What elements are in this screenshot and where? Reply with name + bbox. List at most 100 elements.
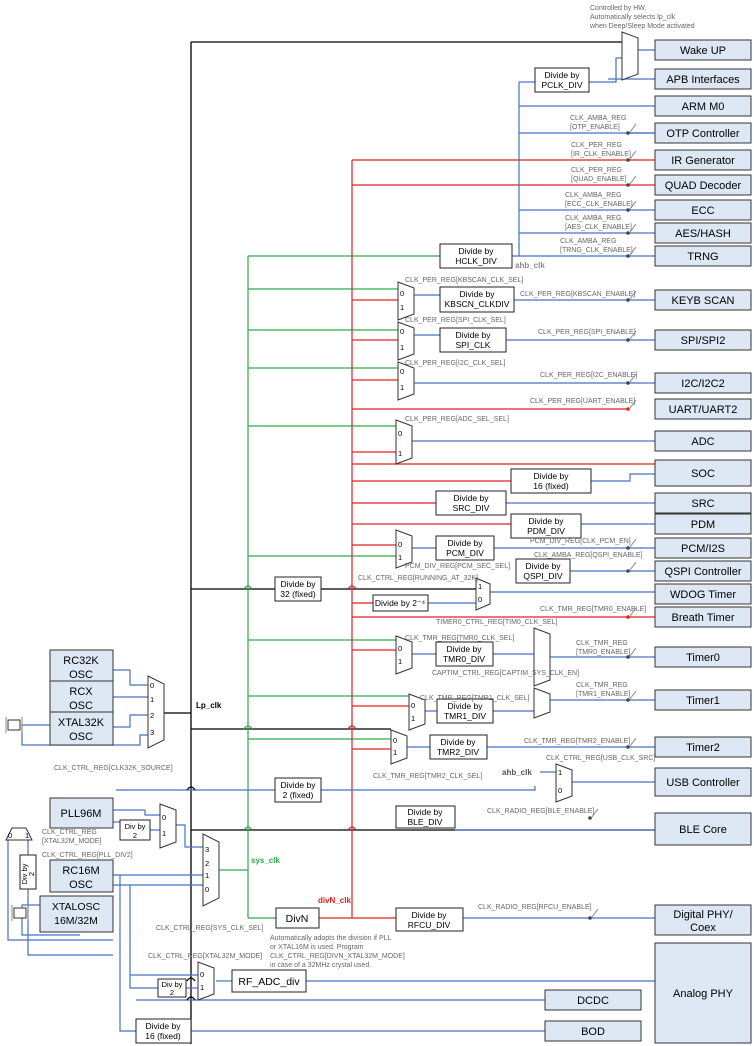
pll96m: PLL96M [49,797,114,829]
svg-text:CLK_CTRL_REG[CLK32K_SOURCE]: CLK_CTRL_REG[CLK32K_SOURCE] [54,765,173,772]
divn-box: DivN [275,907,320,929]
crystal-icon [11,905,29,921]
svg-text:0: 0 [162,813,166,822]
kbscn-div-box: Divide by KBSCN_CLKDIV [439,286,515,313]
svg-text:I2C/I2C2: I2C/I2C2 [681,378,724,390]
svg-text:PCM_DIV_REG[PCM_SEC_SEL]: PCM_DIV_REG[PCM_SEC_SEL] [405,563,510,570]
tmr1-mux [408,693,426,731]
svg-text:CLK_AMBA_REG[QSPI_ENABLE]: CLK_AMBA_REG[QSPI_ENABLE] [534,552,643,559]
svg-text:Divide by: Divide by [456,330,492,340]
timer1-mux [533,687,551,719]
svg-text:0: 0 [400,327,404,336]
tmr2-mux [390,729,408,765]
svg-text:0: 0 [8,831,12,840]
timer0-gate [626,647,637,659]
svg-text:[TMR0_ENABLE]: [TMR0_ENABLE] [576,649,631,656]
svg-text:CLK_AMBA_REG: CLK_AMBA_REG [560,238,616,245]
svg-text:0: 0 [393,736,397,745]
wdog-mux [475,577,491,611]
quad-gate [626,175,637,187]
svg-text:PCLK_DIV: PCLK_DIV [541,80,582,90]
keyb-gate [626,290,637,302]
svg-text:KBSCN_CLKDIV: KBSCN_CLKDIV [445,299,510,309]
svg-text:UART/UART2: UART/UART2 [669,404,738,416]
sys-clk-label: sys_clk [251,856,280,865]
muxes: 01 01 01 01 01 10 01 01 01 10 01 23 01 3… [5,31,639,1001]
svg-text:CLK_PER_REG[I2C_CLK_SEL]: CLK_PER_REG[I2C_CLK_SEL] [405,360,505,367]
bod-block: BOD [544,1020,642,1042]
svg-text:DCDC: DCDC [577,995,609,1007]
svg-text:Divide by: Divide by [454,493,490,503]
svg-text:CLK_TMR_REG[TMR1_CLK_SEL]: CLK_TMR_REG[TMR1_CLK_SEL] [420,695,529,702]
usb-mux [555,763,573,803]
qspi-block: QSPI Controller [654,560,752,582]
svg-text:[IR_CLK_ENABLE]: [IR_CLK_ENABLE] [571,151,631,158]
qspi-div-box: Divide by QSPI_DIV [515,558,571,584]
svg-text:Div by: Div by [162,980,183,989]
apb-block: APB Interfaces [654,68,752,90]
svg-text:RCX: RCX [69,686,93,698]
adc-mux [395,419,413,465]
clock-sources: RC32K OSC RCX OSC XTAL32K OSC PLL96M RC1… [5,649,114,933]
svg-text:1: 1 [205,871,209,880]
svg-text:RFCU_DIV: RFCU_DIV [408,920,451,930]
otp-block: OTP Controller [654,122,752,144]
svg-text:RC32K: RC32K [63,655,99,667]
hclk-div-box: Divide by HCLK_DIV [439,243,513,269]
svg-text:XTAL32K: XTAL32K [58,717,105,729]
svg-text:[AES_CLK_ENABLE]: [AES_CLK_ENABLE] [565,224,632,231]
svg-text:0: 0 [558,786,562,795]
svg-text:3: 3 [205,845,209,854]
spi-div-box: Divide by SPI_CLK [439,327,507,353]
uart-gate [626,399,637,411]
svg-text:2: 2 [150,711,154,720]
kbscn-mux [397,281,415,321]
rfcu-div-box: Divide by RFCU_DIV [395,907,464,932]
lp-clk-label: Lp_clk [196,701,222,710]
svg-text:OTP Controller: OTP Controller [666,128,739,140]
svg-text:Automatically adopts the divis: Automatically adopts the division if PLL [270,935,392,942]
svg-text:DivN: DivN [286,913,309,925]
svg-text:Divide by: Divide by [281,579,317,589]
svg-text:SRC_DIV: SRC_DIV [453,503,490,513]
svg-text:Divide by: Divide by [447,644,483,654]
adc-block: ADC [654,430,752,452]
svg-text:BLE_DIV: BLE_DIV [408,817,443,827]
clock-gates [588,123,637,920]
svg-text:16 (fixed): 16 (fixed) [145,1031,181,1041]
svg-text:TMR0_DIV: TMR0_DIV [443,654,485,664]
svg-text:in case of a 32MHz crystal use: in case of a 32MHz crystal used. [270,962,371,969]
svg-text:[TMR1_ENABLE]: [TMR1_ENABLE] [576,691,631,698]
svg-text:CLK_TMR_REG[TMR2_ENABLE]: CLK_TMR_REG[TMR2_ENABLE] [524,738,630,745]
svg-text:OSC: OSC [69,669,93,681]
svg-text:SOC: SOC [691,468,715,480]
svg-text:[OTP_ENABLE]: [OTP_ENABLE] [570,124,620,131]
svg-text:PLL96M: PLL96M [61,808,102,820]
svg-text:Divide by: Divide by [448,701,484,711]
svg-text:PCM_DIV: PCM_DIV [446,548,484,558]
svg-text:CLK_TMR_REG[TMR2_CLK_SEL]: CLK_TMR_REG[TMR2_CLK_SEL] [373,773,482,780]
svg-text:CLK_CTRL_REG: CLK_CTRL_REG [42,829,97,836]
soc-block: SOC [654,459,752,487]
pdm-div-box: Divide by PDM_DIV [510,513,582,539]
i2c-gate [626,373,637,385]
svg-text:CLK_PER_REG[KBSCAN_CLK_SEL]: CLK_PER_REG[KBSCAN_CLK_SEL] [405,277,523,284]
svg-text:[QUAD_ENABLE]: [QUAD_ENABLE] [571,176,627,183]
svg-text:CLK_RADIO_REG[RFCU_ENABLE]: CLK_RADIO_REG[RFCU_ENABLE] [478,904,592,911]
timer2-block: Timer2 [654,736,752,758]
lp-clk-mux [147,675,165,749]
svg-text:Timer1: Timer1 [686,695,720,707]
svg-text:PDM_DIV: PDM_DIV [527,526,565,536]
spi-gate [626,330,637,342]
svg-text:TRNG: TRNG [687,251,718,263]
peripherals: Wake UP APB Interfaces ARM M0 OTP Contro… [544,39,752,1044]
rfcu-gate [588,908,599,920]
svg-text:CLK_CTRL_REG[SYS_CLK_SEL]: CLK_CTRL_REG[SYS_CLK_SEL] [156,925,263,932]
svg-text:1: 1 [400,303,404,312]
svg-text:Timer0: Timer0 [686,652,720,664]
svg-text:1: 1 [398,553,402,562]
dividers: Divide by PCLK_DIV Divide by HCLK_DIV Di… [19,67,592,1044]
spi-mux [397,321,415,361]
svg-text:Divide by: Divide by [529,516,565,526]
svg-text:[XTAL32M_MODE]: [XTAL32M_MODE] [42,838,101,845]
